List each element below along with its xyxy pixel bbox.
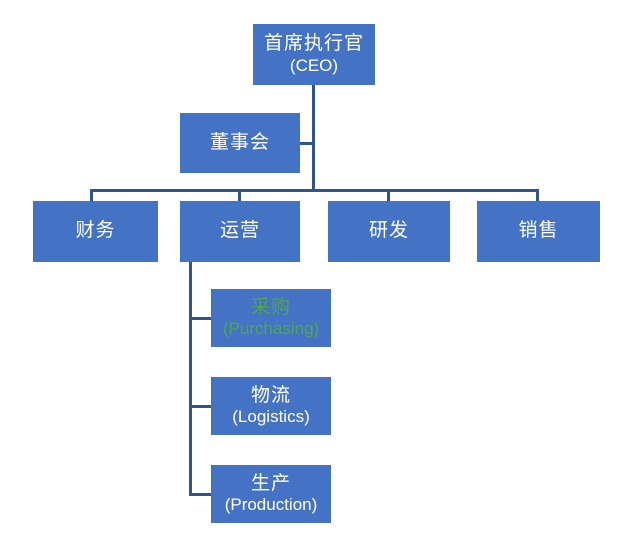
node-rnd[interactable]: 研发 — [328, 201, 450, 262]
node-sales[interactable]: 销售 — [477, 201, 600, 262]
connector-ceo-trunk — [312, 85, 315, 191]
node-production[interactable]: 生产 (Production) — [211, 465, 331, 523]
node-logistics[interactable]: 物流 (Logistics) — [211, 377, 331, 435]
connector-department-bus — [90, 189, 539, 192]
node-ceo-label-cn: 首席执行官 — [263, 33, 364, 55]
node-ceo-label-en: (CEO) — [289, 55, 339, 75]
node-operations-label-cn: 运营 — [219, 220, 260, 242]
node-board-label-cn: 董事会 — [209, 131, 270, 153]
connector-drop-operations — [238, 189, 241, 202]
node-rnd-label-cn: 研发 — [368, 220, 409, 242]
node-board[interactable]: 董事会 — [180, 113, 300, 173]
node-purchasing-label-en: (Purchasing) — [222, 319, 320, 339]
node-ceo[interactable]: 首席执行官 (CEO) — [253, 24, 375, 85]
node-finance-label-cn: 财务 — [75, 220, 116, 242]
connector-operations-spine — [189, 262, 192, 495]
connector-stub-logistics — [189, 405, 212, 408]
connector-drop-rnd — [387, 189, 390, 202]
connector-board-stub — [299, 142, 313, 145]
node-logistics-label-cn: 物流 — [250, 384, 291, 406]
connector-stub-production — [189, 493, 212, 496]
node-production-label-en: (Production) — [224, 495, 318, 515]
node-purchasing[interactable]: 采购 (Purchasing) — [211, 289, 331, 347]
node-production-label-cn: 生产 — [250, 472, 291, 494]
node-operations[interactable]: 运营 — [180, 201, 300, 262]
node-purchasing-label-cn: 采购 — [250, 296, 291, 318]
node-logistics-label-en: (Logistics) — [232, 407, 310, 427]
node-sales-label-cn: 销售 — [518, 220, 559, 242]
connector-stub-purchasing — [189, 317, 212, 320]
connector-drop-sales — [536, 189, 539, 202]
node-finance[interactable]: 财务 — [33, 201, 158, 262]
connector-drop-finance — [90, 189, 93, 202]
